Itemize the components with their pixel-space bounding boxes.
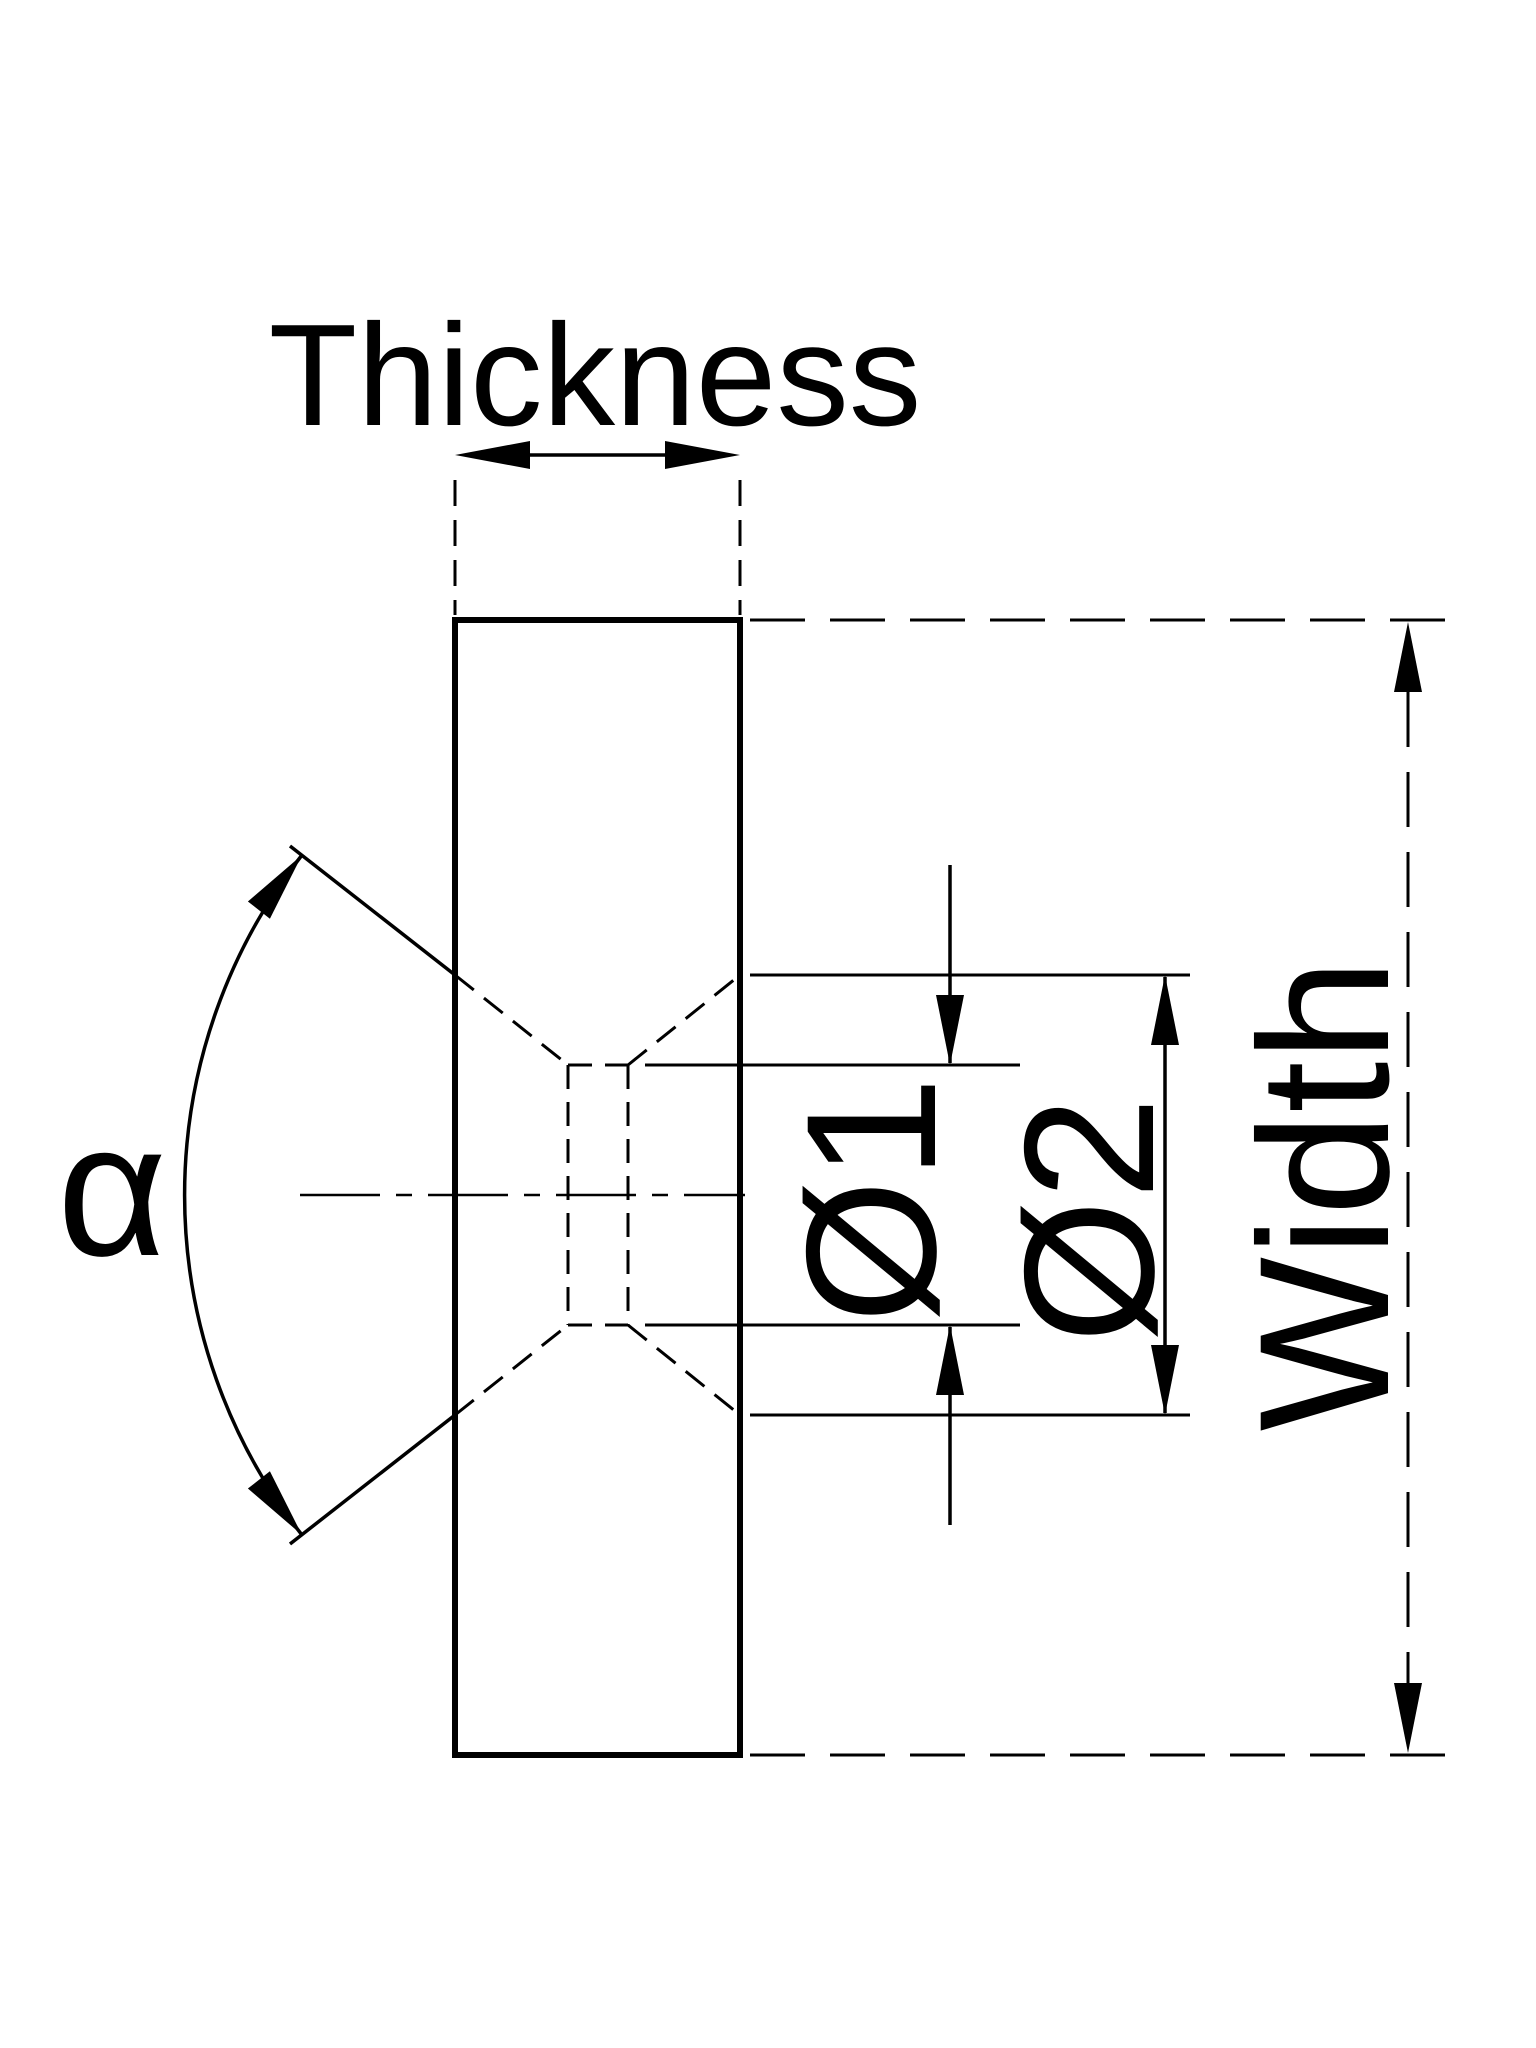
right-cone-top-hidden-line — [627, 973, 741, 1067]
left-cone-bottom-hidden-line — [454, 1323, 569, 1417]
d2-label: Ø2 — [987, 1097, 1193, 1344]
thickness-dimension: Thickness — [269, 294, 922, 615]
width-label: Width — [1222, 959, 1428, 1432]
arrowhead-left-icon — [455, 441, 530, 469]
right-cone-bottom-hidden-line — [627, 1323, 741, 1417]
angle-leg-bottom-line — [288, 1413, 457, 1546]
plate-outline — [452, 617, 743, 1758]
arrowhead-width-top-icon — [1394, 622, 1422, 692]
angle-leg-top-line — [288, 844, 457, 977]
arrowhead-d1-top-icon — [936, 995, 964, 1065]
angle-arc — [182, 853, 304, 1537]
arrowhead-width-bottom-icon — [1394, 1683, 1422, 1753]
arrowhead-right-icon — [665, 441, 740, 469]
arrowhead-arc-top-icon — [247, 855, 302, 919]
width-dimension: Width — [750, 618, 1460, 1757]
arrowhead-d2-top-icon — [1151, 975, 1179, 1045]
arrowhead-d2-bottom-icon — [1151, 1345, 1179, 1415]
left-cone-top-hidden-line — [454, 973, 569, 1067]
d1-dimension: Ø1 — [645, 865, 1020, 1525]
d2-dimension: Ø2 — [750, 973, 1193, 1417]
arrowhead-arc-bottom-icon — [247, 1471, 302, 1535]
thickness-label: Thickness — [269, 294, 922, 456]
angle-label: α — [57, 1084, 167, 1296]
d1-label: Ø1 — [769, 1077, 975, 1324]
arrowhead-d1-bottom-icon — [936, 1325, 964, 1395]
angle-dimension: α — [57, 844, 457, 1546]
